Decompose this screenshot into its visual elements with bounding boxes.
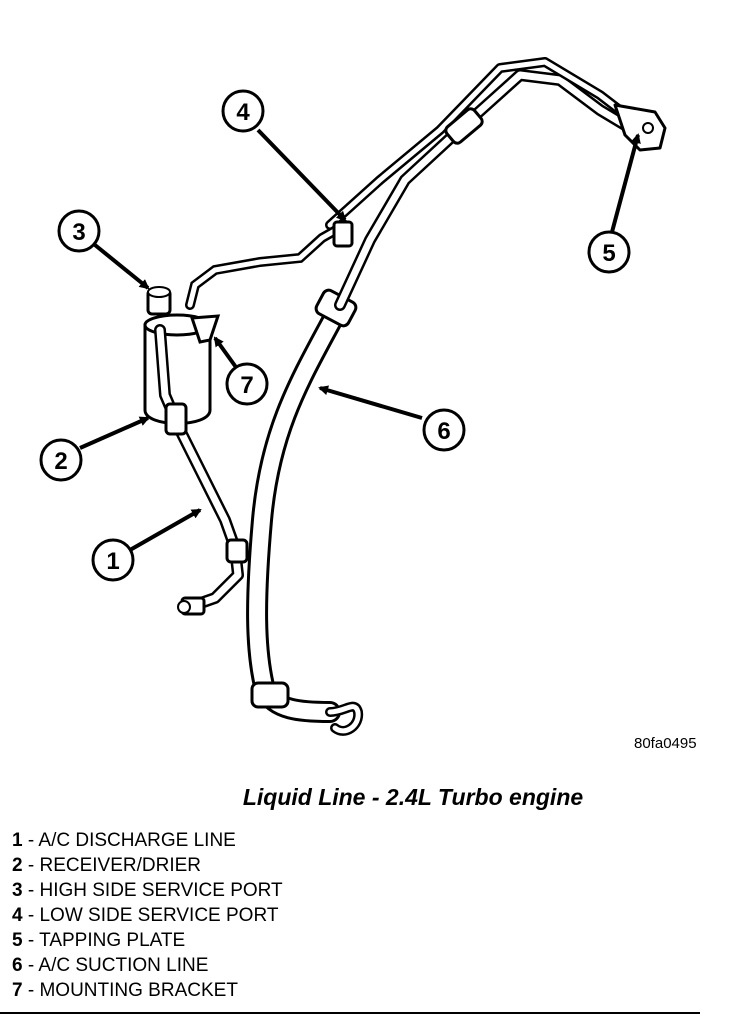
svg-text:5: 5 <box>602 240 615 267</box>
callout-7: 7 <box>225 362 269 406</box>
legend-item: 5 - TAPPING PLATE <box>12 930 186 951</box>
figure-caption: Liquid Line - 2.4L Turbo engine <box>242 784 584 810</box>
legend-item: 2 - RECEIVER/DRIER <box>12 855 201 876</box>
arrow-4 <box>256 128 347 222</box>
svg-text:2: 2 <box>54 448 67 475</box>
arrow-2 <box>79 416 150 450</box>
callout-5: 5 <box>587 230 631 274</box>
svg-text:7: 7 <box>240 372 253 399</box>
leader-arrows <box>79 128 641 552</box>
callouts: 1 2 3 4 5 6 7 <box>39 89 631 582</box>
svg-text:1: 1 <box>106 548 119 575</box>
callout-4: 4 <box>221 89 265 133</box>
arrow-7 <box>213 336 240 372</box>
discharge-line <box>154 324 249 616</box>
legend-item: 1 - A/C DISCHARGE LINE <box>12 830 236 851</box>
svg-text:6: 6 <box>437 418 450 445</box>
arrow-5 <box>610 133 641 233</box>
legend-item: 3 - HIGH SIDE SERVICE PORT <box>12 880 283 901</box>
legend-item: 6 - A/C SUCTION LINE <box>12 955 209 976</box>
svg-text:3: 3 <box>72 219 85 246</box>
arrow-3 <box>93 243 150 290</box>
suction-line <box>246 57 667 736</box>
arrow-1 <box>129 508 202 552</box>
arrow-6 <box>318 385 423 420</box>
legend-item: 7 - MOUNTING BRACKET <box>12 980 238 1001</box>
legend-item: 4 - LOW SIDE SERVICE PORT <box>12 905 279 926</box>
figure-code: 80fa0495 <box>634 735 697 752</box>
callout-3: 3 <box>57 209 101 253</box>
liquid-line <box>185 220 354 310</box>
svg-text:4: 4 <box>236 99 250 126</box>
callout-6: 6 <box>422 408 466 452</box>
callout-2: 2 <box>39 438 83 482</box>
legend: 1 - A/C DISCHARGE LINE 2 - RECEIVER/DRIE… <box>12 828 283 1003</box>
bottom-rule <box>0 1012 700 1014</box>
ac-line-diagram: 1 2 3 4 5 6 7 <box>39 57 667 736</box>
callout-1: 1 <box>91 538 135 582</box>
